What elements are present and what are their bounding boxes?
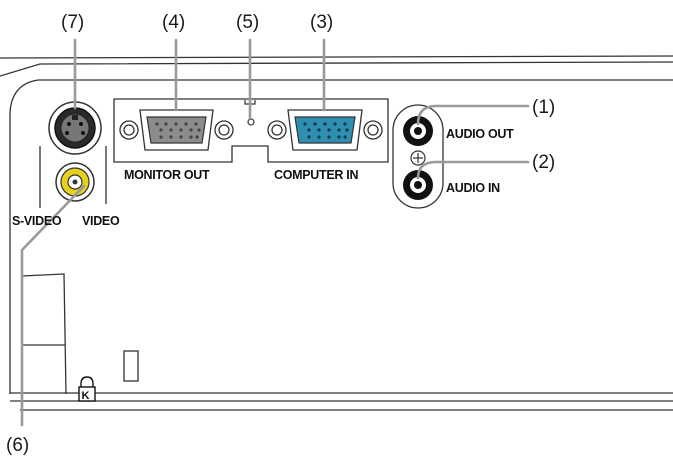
s-video-port	[48, 101, 102, 155]
label-computer-in: COMPUTER IN	[274, 168, 358, 182]
svg-text:K: K	[82, 390, 90, 402]
monitor-out-port	[119, 109, 234, 151]
video-rca-port	[55, 162, 95, 202]
video-input-area	[39, 146, 107, 208]
audio-symbol-icon	[410, 150, 426, 166]
callout-leaders	[20, 38, 530, 427]
vga-group-outline	[113, 98, 389, 163]
label-monitor-out: MONITOR OUT	[124, 168, 210, 182]
label-audio-out: AUDIO OUT	[446, 127, 514, 141]
computer-in-port	[267, 109, 383, 151]
callout-5: (5)	[236, 12, 259, 33]
audio-in-port	[403, 170, 433, 200]
callout-3: (3)	[310, 12, 333, 33]
callout-1: (1)	[532, 97, 555, 118]
callout-2: (2)	[532, 152, 555, 173]
label-s-video: S-VIDEO	[12, 214, 62, 228]
label-video: VIDEO	[82, 214, 120, 228]
callout-6: (6)	[6, 435, 29, 456]
label-audio-in: AUDIO IN	[446, 181, 500, 195]
audio-group-outline	[392, 104, 444, 209]
kensington-lock-icon: K	[78, 376, 96, 402]
reset-pinhole	[244, 100, 256, 126]
callout-4: (4)	[162, 12, 185, 33]
callout-7: (7)	[61, 12, 84, 33]
panel-housing	[0, 55, 673, 411]
panel-tab	[21, 273, 67, 395]
panel-slot	[123, 350, 139, 382]
audio-out-port	[403, 116, 433, 146]
